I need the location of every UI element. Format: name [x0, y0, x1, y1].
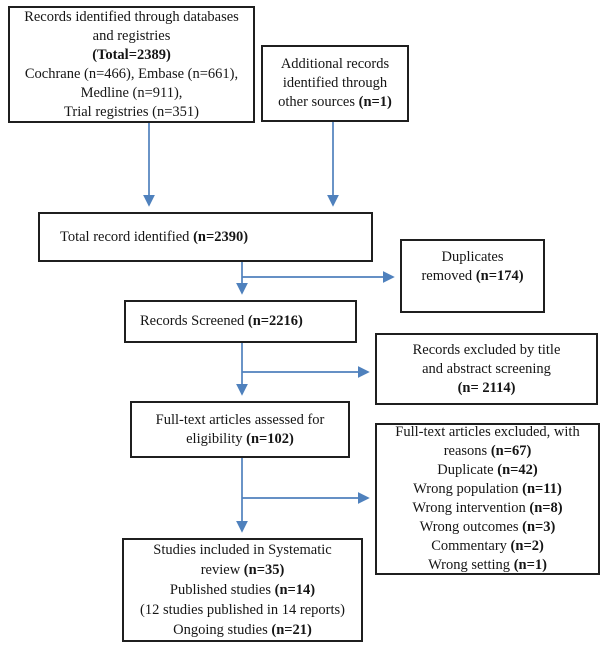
box-records-identified-databases: Records identified through databases and … — [8, 6, 255, 123]
label-text: Total record identified — [60, 228, 194, 245]
box-line: Wrong population (n=11) — [377, 480, 598, 499]
box-line: reasons (n=67) — [377, 442, 598, 461]
label-text: other sources — [278, 94, 359, 110]
count-text: (n=1) — [513, 557, 547, 573]
label-text: Records Screened — [140, 313, 248, 329]
box-line: eligibility (n=102) — [132, 430, 348, 449]
box-line: Ongoing studies (n=21) — [124, 620, 361, 640]
box-line: Wrong intervention (n=8) — [377, 499, 598, 518]
label-text: eligibility — [186, 430, 247, 447]
box-line: Records Screened (n=2216) — [140, 312, 303, 331]
label-text: reasons — [443, 443, 491, 459]
label-text: and abstract screening — [422, 360, 551, 377]
box-line: Records excluded by title — [377, 341, 596, 360]
box-line: Duplicates — [402, 248, 543, 267]
label-text: Wrong population — [413, 481, 523, 497]
box-fulltext-excluded-reasons: Full-text articles excluded, with reasons… — [375, 423, 600, 575]
box-line: review (n=35) — [124, 560, 361, 580]
count-text: (n=102) — [246, 430, 294, 447]
label-text: Studies included in Systematic — [153, 542, 332, 558]
count-text: (n=11) — [522, 481, 562, 497]
box-line: Wrong outcomes (n=3) — [377, 518, 598, 537]
box-line: Full-text articles excluded, with — [377, 423, 598, 442]
box-line: (12 studies published in 14 reports) — [124, 600, 361, 620]
label-text: (12 studies published in 14 reports) — [140, 602, 345, 618]
label-text: Ongoing studies — [173, 622, 272, 638]
box-line: identified through — [263, 74, 407, 93]
box-line: and registries — [10, 27, 253, 46]
count-text: (n=21) — [271, 622, 312, 638]
count-text: (n=14) — [274, 582, 316, 598]
label-text: Full-text articles excluded, with — [395, 424, 580, 440]
label-text: removed — [421, 268, 476, 284]
box-duplicates-removed: Duplicates removed (n=174) — [400, 239, 545, 313]
count-text: (n=42) — [497, 462, 538, 478]
label-text: Additional records — [280, 56, 390, 72]
count-text: (n= 2114) — [457, 379, 516, 396]
label-text: Commentary — [431, 538, 511, 554]
box-studies-included-systematic-review: Studies included in Systematic review (n=… — [122, 538, 363, 642]
count-text: (n=2390) — [193, 228, 249, 245]
box-line: Duplicate (n=42) — [377, 461, 598, 480]
box-line: Commentary (n=2) — [377, 537, 598, 556]
label-text: Full-text articles assessed for — [155, 411, 325, 428]
box-line: Published studies (n=14) — [124, 580, 361, 600]
box-records-excluded-title-abstract: Records excluded by title and abstract sc… — [375, 333, 598, 405]
label-text: Records excluded by title — [412, 341, 561, 358]
label-text: Cochrane (n=466), Embase (n=661), — [24, 65, 239, 82]
label-text: Published studies — [169, 582, 275, 598]
label-text: Duplicates — [441, 249, 504, 265]
box-line: other sources (n=1) — [263, 93, 407, 112]
count-text: (Total=2389) — [92, 46, 171, 63]
box-line: removed (n=174) — [402, 267, 543, 286]
label-text: Records identified through databases — [24, 8, 239, 25]
box-records-screened: Records Screened (n=2216) — [124, 300, 357, 343]
box-line: Records identified through databases — [10, 8, 253, 27]
count-text: (n=2) — [510, 538, 544, 554]
count-text: (n=8) — [529, 500, 563, 516]
label-text: Trial registries (n=351) — [64, 103, 199, 120]
count-text: (n=35) — [243, 562, 285, 578]
box-line: (n= 2114) — [377, 379, 596, 398]
label-text: identified through — [282, 75, 388, 91]
box-total-records-identified: Total record identified (n=2390) — [38, 212, 373, 262]
box-line: and abstract screening — [377, 360, 596, 379]
label-text: and registries — [92, 27, 171, 44]
box-line: Additional records — [263, 55, 407, 74]
box-line: Medline (n=911), — [10, 84, 253, 103]
label-text: Wrong setting — [428, 557, 514, 573]
box-line: Total record identified (n=2390) — [60, 228, 248, 247]
label-text: review — [200, 562, 244, 578]
label-text: Duplicate — [437, 462, 498, 478]
count-text: (n=3) — [522, 519, 556, 535]
label-text: Wrong outcomes — [419, 519, 523, 535]
box-fulltext-assessed-eligibility: Full-text articles assessed for eligibili… — [130, 401, 350, 458]
box-line: (Total=2389) — [10, 46, 253, 65]
count-text: (n=1) — [358, 94, 392, 110]
box-line: Cochrane (n=466), Embase (n=661), — [10, 65, 253, 84]
box-line: Studies included in Systematic — [124, 540, 361, 560]
label-text: Wrong intervention — [412, 500, 530, 516]
count-text: (n=174) — [475, 268, 524, 284]
box-line: Wrong setting (n=1) — [377, 556, 598, 575]
label-text: Medline (n=911), — [80, 84, 183, 101]
count-text: (n=67) — [490, 443, 532, 459]
box-additional-records-other-sources: Additional records identified through othe… — [261, 45, 409, 122]
box-line: Full-text articles assessed for — [132, 411, 348, 430]
box-line: Trial registries (n=351) — [10, 103, 253, 122]
count-text: (n=2216) — [247, 313, 303, 329]
